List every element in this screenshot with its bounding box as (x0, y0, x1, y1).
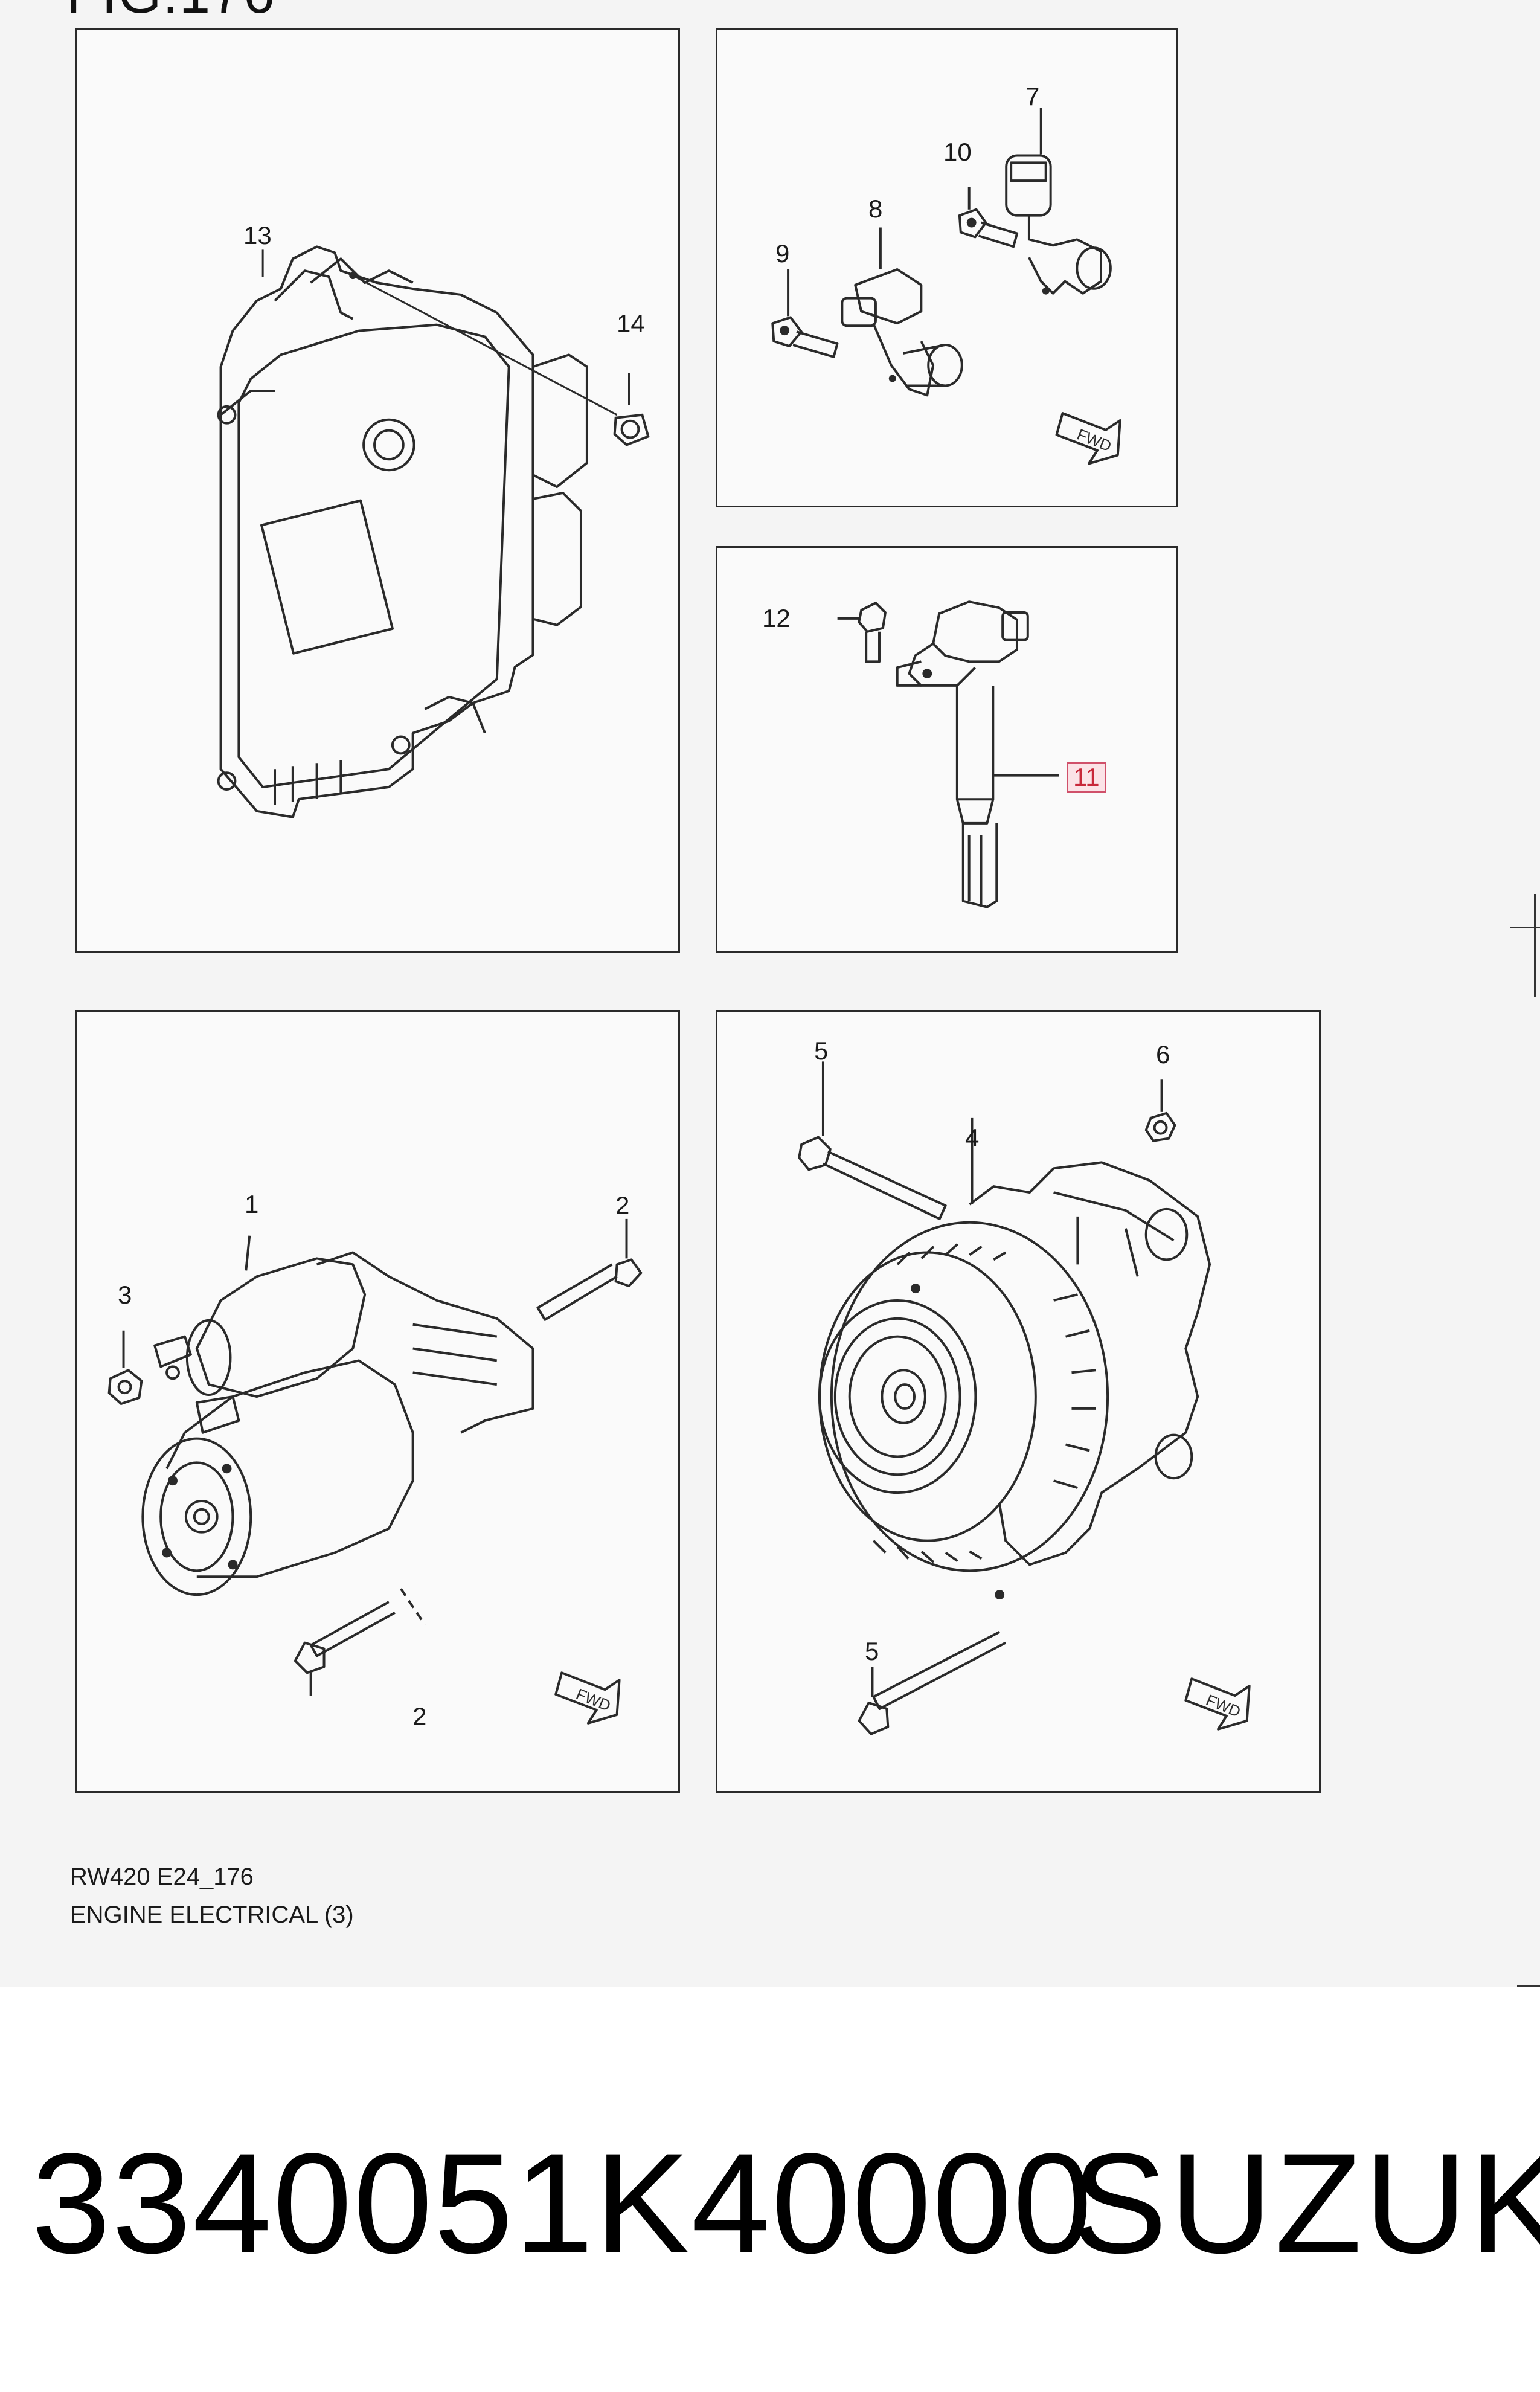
part-number: 3340051K40000 (31, 2124, 1094, 2283)
sensors-drawing: FWD (771, 108, 1121, 465)
callout-5-bottom: 5 (865, 1637, 879, 1665)
edge-bottom-mark (1517, 1985, 1540, 1987)
callout-12: 12 (762, 604, 791, 632)
alternator-drawing: FWD (798, 1061, 1251, 1735)
callout-1: 1 (245, 1190, 259, 1218)
callout-4: 4 (965, 1124, 980, 1152)
panel-sensors: FWD 7 10 8 9 (716, 28, 1178, 507)
ignition-coil-drawing (837, 600, 1059, 908)
panel-ignition-coil: 12 11 (716, 546, 1178, 953)
callout-9: 9 (775, 239, 790, 268)
diagram-sheet: FIG.176 (0, 0, 1540, 1987)
brand-name: SUZUKI (1072, 2124, 1540, 2283)
diagram-caption: ENGINE ELECTRICAL (3) (70, 1902, 354, 1928)
edge-line-mark (1534, 894, 1536, 997)
sensors-fwd-text: FWD (1074, 426, 1114, 455)
callout-2-bottom: 2 (412, 1702, 427, 1731)
callout-5-top: 5 (814, 1037, 829, 1065)
starter-drawing: FWD (107, 1218, 643, 1725)
starter-fwd-text: FWD (574, 1686, 613, 1715)
callout-14: 14 (617, 309, 645, 338)
callout-3: 3 (118, 1281, 132, 1309)
callout-11-highlighted[interactable]: 11 (1067, 762, 1106, 793)
callout-7: 7 (1025, 82, 1040, 111)
callout-2-top: 2 (615, 1191, 630, 1220)
figure-title: FIG.176 (66, 0, 275, 26)
edge-tick-mark (1510, 927, 1540, 928)
ecu-drawing (217, 245, 650, 818)
callout-13: 13 (243, 221, 272, 249)
callout-8: 8 (868, 195, 883, 223)
callout-10: 10 (943, 138, 972, 166)
panel-starter: FWD 1 2 3 2 (75, 1010, 680, 1793)
alternator-fwd-text: FWD (1204, 1692, 1243, 1721)
callout-6: 6 (1156, 1040, 1170, 1069)
panel-alternator: FWD 5 6 4 5 (716, 1010, 1321, 1793)
panel-ecu: 13 14 (75, 28, 680, 953)
diagram-code: RW420 E24_176 (70, 1863, 254, 1890)
